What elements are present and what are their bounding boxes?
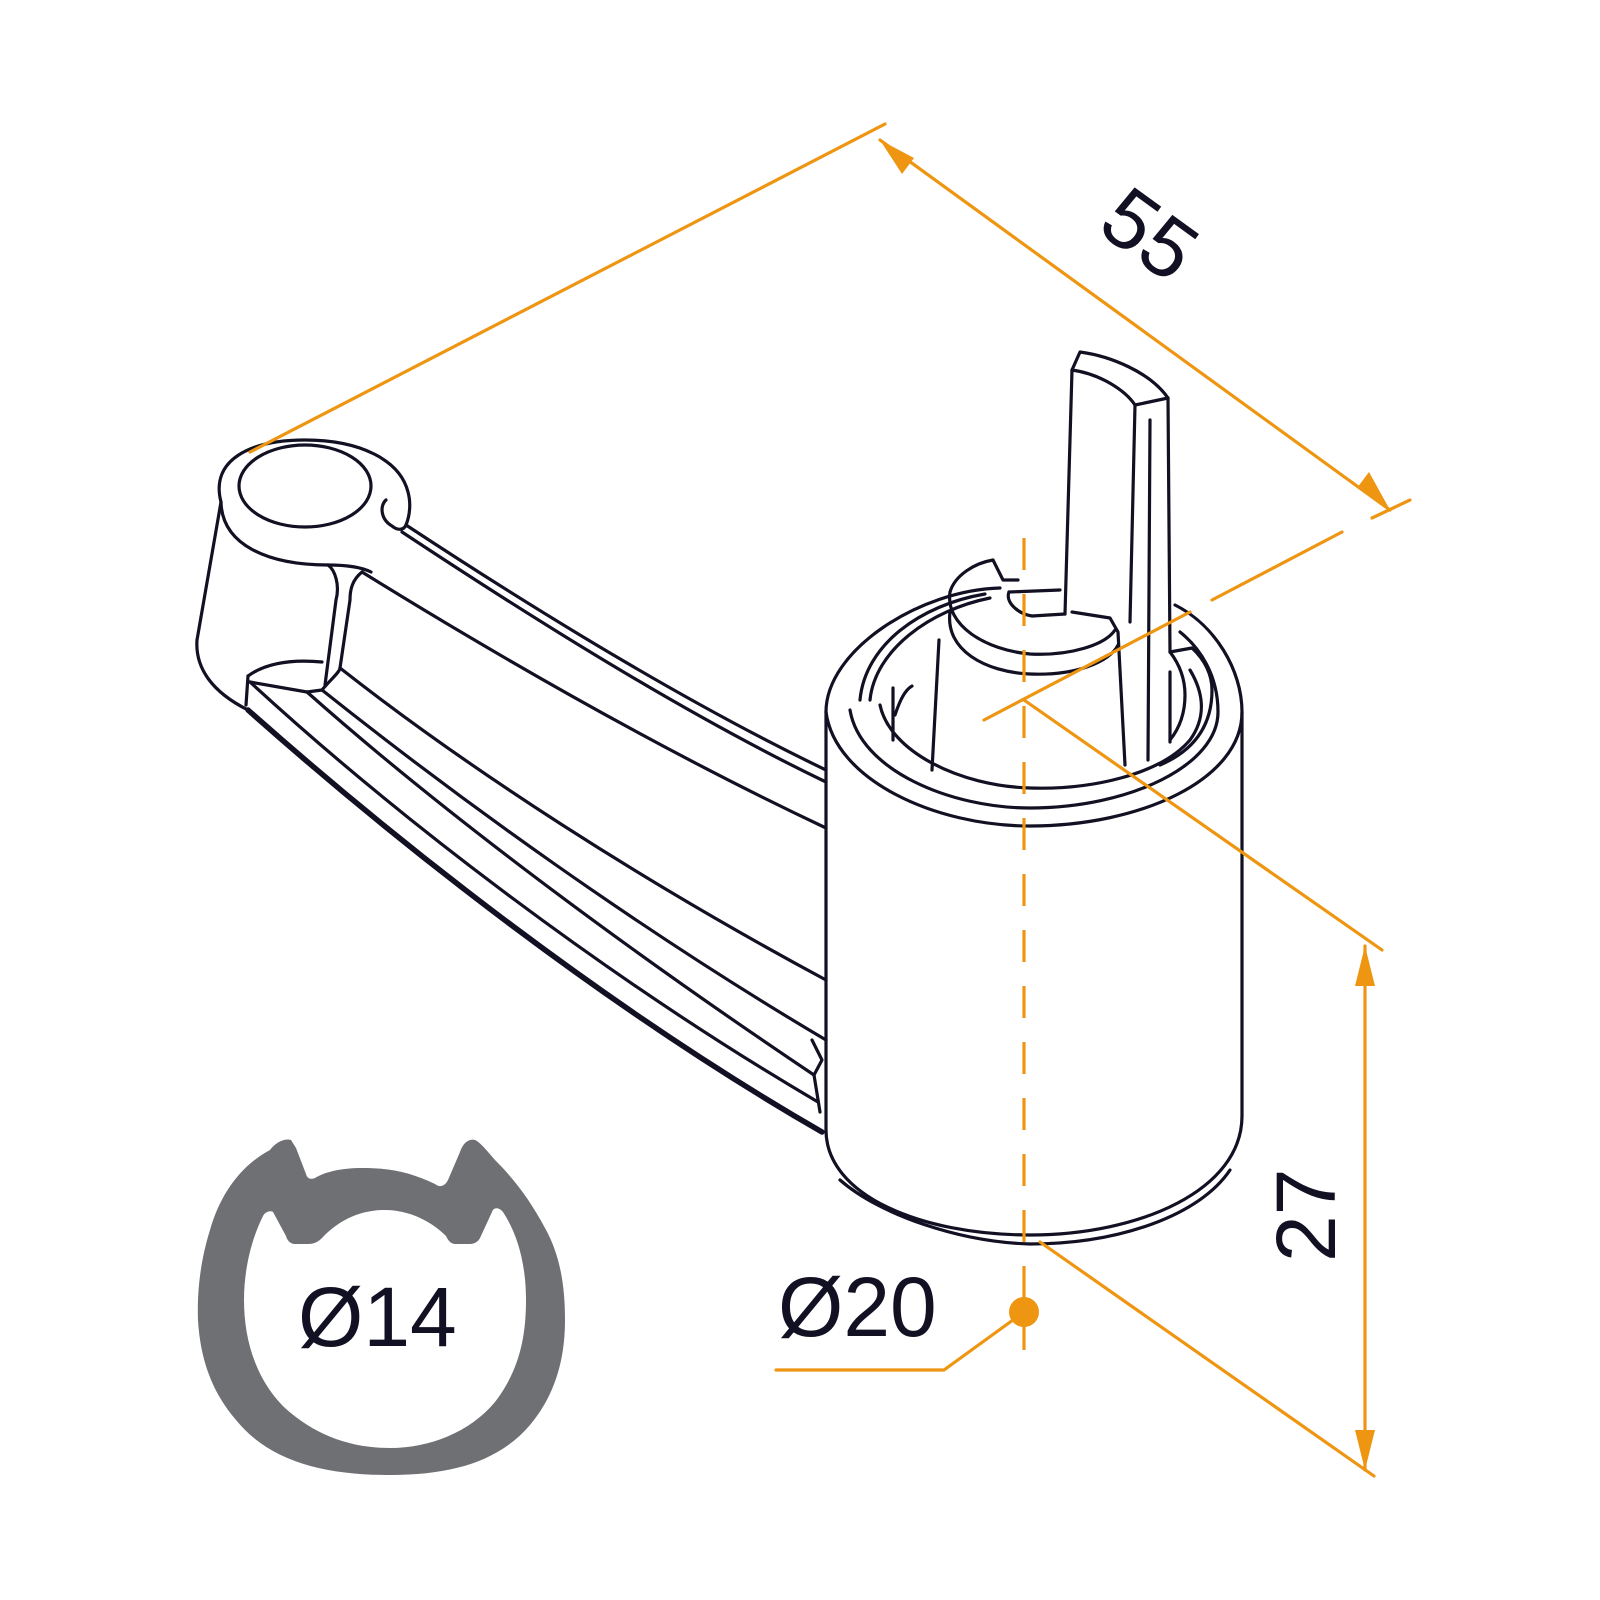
outer-diameter-label: Ø20: [778, 1260, 937, 1354]
length-label: 55: [1084, 169, 1215, 300]
handle-eye: [195, 438, 412, 712]
handle-beam: [244, 523, 828, 1135]
height-label: 27: [1259, 1169, 1353, 1262]
bore-profile: Ø14: [197, 1139, 565, 1475]
crank-handle-part: [195, 350, 1244, 1246]
height-dimension: 27: [1022, 698, 1384, 1478]
bore-diameter-label: Ø14: [298, 1270, 457, 1364]
diameter-dimension: Ø20: [774, 1260, 1039, 1372]
hub-cylinder: [824, 586, 1244, 1246]
length-dimension: 55: [248, 122, 1412, 520]
bore-profile-shape: [197, 1139, 565, 1475]
center-lines: [982, 530, 1344, 1350]
drive-flag: [948, 350, 1214, 767]
